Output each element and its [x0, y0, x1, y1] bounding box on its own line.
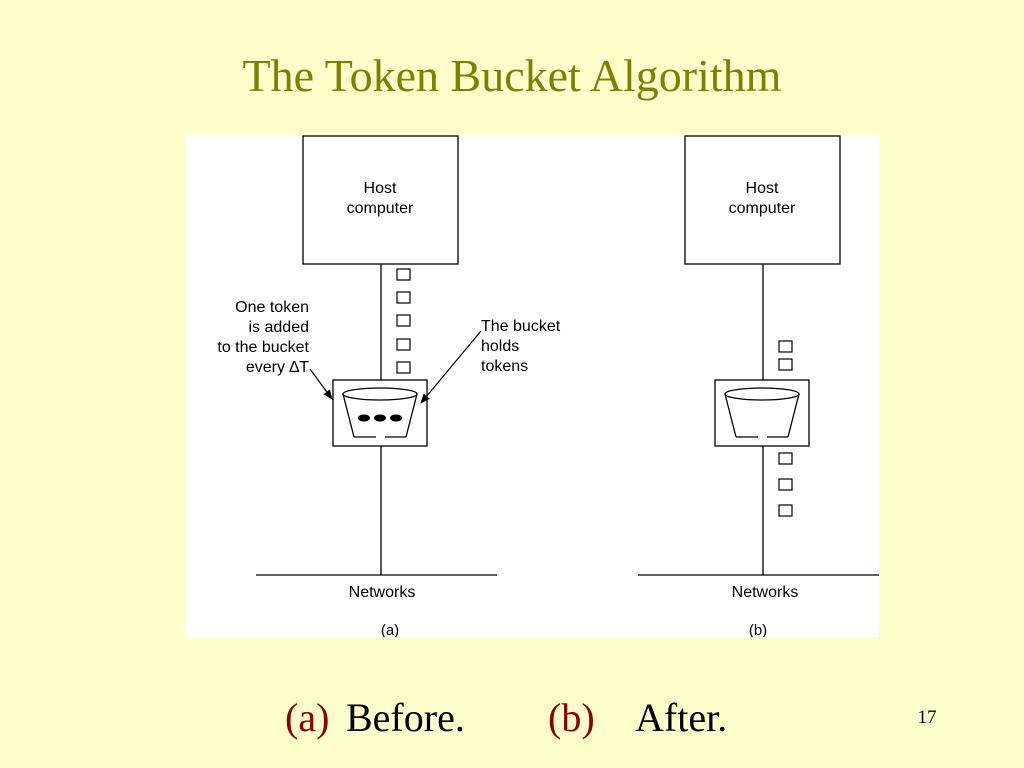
host-label-a-line2: computer [347, 200, 414, 217]
network-label-b: Networks [732, 584, 799, 601]
token [390, 414, 402, 422]
packet [396, 338, 411, 351]
panel-a: Host computer [217, 135, 561, 637]
packet [778, 452, 793, 465]
slide-title: The Token Bucket Algorithm [242, 50, 782, 101]
token-label-line2: is added [249, 319, 310, 336]
caption-b-text: After. [635, 695, 728, 740]
bucket-rim-a [342, 387, 418, 401]
caption-a-text: Before. [346, 695, 465, 740]
panel-b: Host computer Networks [638, 135, 879, 637]
token-label-line4: every ∆T [246, 359, 309, 376]
bucket-label-line3: tokens [481, 358, 528, 375]
token [358, 414, 370, 422]
packet [396, 361, 411, 374]
network-label-a: Networks [349, 584, 416, 601]
token-label-line3: to the bucket [217, 339, 309, 356]
packet [396, 268, 411, 281]
packet [778, 358, 793, 371]
packet-queue-b-bottom [778, 452, 793, 517]
packet-queue-a [396, 268, 411, 374]
bucket-label-line1: The bucket [481, 318, 561, 335]
packet [778, 504, 793, 517]
sub-label-b: (b) [749, 622, 767, 637]
bucket-box-a [332, 379, 428, 447]
bucket-label-line2: holds [481, 338, 519, 355]
packet [778, 340, 793, 353]
token-bucket-diagram: Host computer [217, 135, 879, 637]
bucket-side-right-b [787, 393, 800, 438]
bucket-rim-b [724, 387, 800, 401]
token-arrow [309, 368, 333, 400]
packet [778, 478, 793, 491]
caption-b-label: (b) [548, 695, 595, 740]
token-bucket-figure: Host computer [186, 135, 879, 637]
bucket-b [724, 387, 800, 438]
packet [396, 291, 411, 304]
packet-queue-b-top [778, 340, 793, 371]
sub-label-a: (a) [381, 622, 399, 637]
bucket-side-right-a [405, 393, 418, 438]
host-label-b-line1: Host [746, 180, 779, 197]
host-label-a-line1: Host [364, 180, 397, 197]
slide-number: 17 [917, 707, 937, 728]
bucket-arrow [420, 330, 482, 404]
host-label-b-line2: computer [729, 200, 796, 217]
bucket-box-b [714, 379, 810, 447]
caption-a-label: (a) [285, 695, 330, 740]
token [374, 414, 386, 422]
token-label-line1: One token [235, 299, 309, 316]
bucket-a [342, 387, 418, 438]
bucket-side-left-b [724, 393, 737, 438]
packet [396, 314, 411, 327]
bucket-side-left-a [342, 393, 355, 438]
